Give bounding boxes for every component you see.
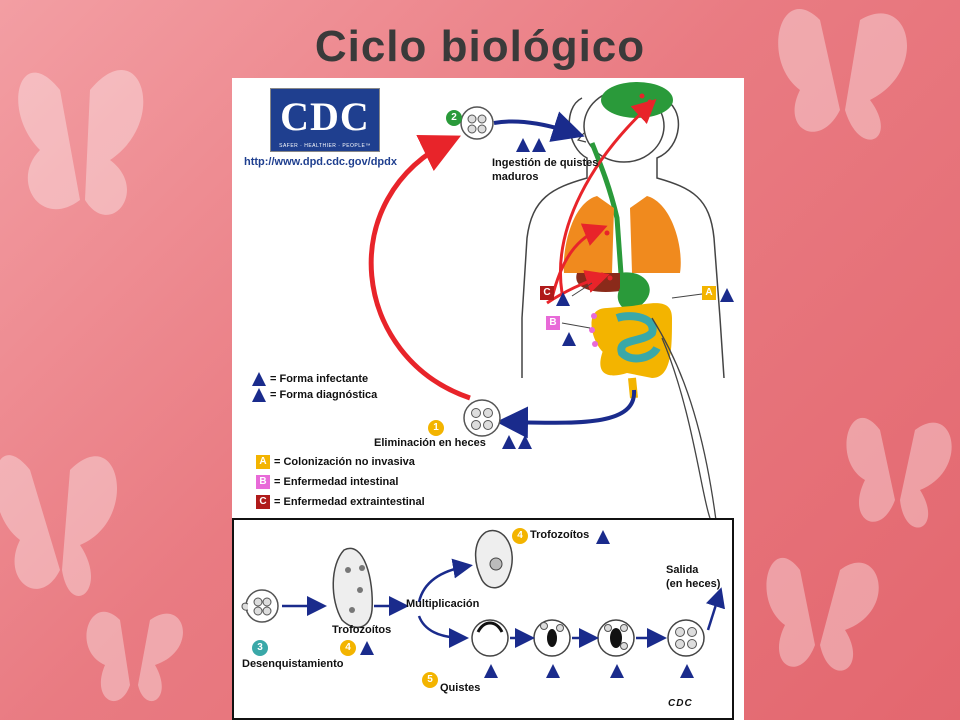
legend-a-label: = Colonización no invasiva	[274, 456, 415, 468]
infective-symbol	[516, 138, 530, 152]
stage-3-number: 3	[252, 640, 268, 656]
legend-diagnostic-symbol	[252, 388, 266, 402]
stage-5-label: Quistes	[440, 682, 481, 694]
badge-c: C	[540, 286, 554, 300]
slide-title: Ciclo biológico	[314, 22, 646, 71]
badge-a: A	[702, 286, 716, 300]
cdc-credit: CDC	[668, 698, 693, 709]
diagnostic-symbol	[720, 288, 734, 302]
exit-label-line2: (en heces)	[666, 578, 721, 590]
stage-1-label: Eliminación en heces	[374, 437, 486, 449]
diagnostic-symbol	[546, 664, 560, 678]
stage-4b-number: 4	[340, 640, 356, 656]
diagnostic-symbol	[532, 138, 546, 152]
stage-5-number: 5	[422, 672, 438, 688]
stage-4-label: Trofozoítos	[332, 624, 392, 636]
lung-left	[630, 196, 681, 273]
multiplication-label: Multiplicación	[406, 598, 480, 610]
legend-badge-c: C	[256, 495, 270, 509]
exit-label-line1: Salida	[666, 564, 699, 576]
stage-3-label: Desenquistamiento	[242, 658, 344, 670]
legend-b-label: = Enfermedad intestinal	[274, 476, 399, 488]
legend-diagnostic-label: = Forma diagnóstica	[270, 389, 378, 401]
stomach	[617, 272, 650, 311]
cdc-logo: CDC SAFER · HEALTHIER · PEOPLE™	[270, 88, 380, 152]
diagnostic-symbol	[562, 332, 576, 346]
badge-b: B	[546, 316, 560, 330]
diagnostic-symbol	[518, 435, 532, 449]
diagnostic-symbol	[484, 664, 498, 678]
stage-4-number: 4	[512, 528, 528, 544]
diagnostic-symbol	[556, 292, 570, 306]
life-cycle-diagram: CDC SAFER · HEALTHIER · PEOPLE™ http://w…	[232, 78, 744, 720]
inset-drawing	[241, 529, 726, 657]
brain	[601, 82, 673, 118]
legend-badge-b: B	[256, 475, 270, 489]
stage-2-number: 2	[446, 110, 462, 126]
cyst-stage-1	[463, 399, 501, 437]
cyst-stage-2	[460, 106, 494, 140]
legend-badge-a: A	[256, 455, 270, 469]
stage-2-label-line2: maduros	[492, 171, 539, 183]
intestinal-stages-inset: 4 Trofozoítos Salida (en heces) Multipli…	[232, 518, 734, 720]
small-intestine	[615, 312, 661, 363]
stage-4-trophozoites-label: Trofozoítos	[530, 529, 590, 541]
legend-infective-symbol	[252, 372, 266, 386]
legend-infective-label: = Forma infectante	[270, 373, 369, 385]
infective-symbol	[502, 435, 516, 449]
diagnostic-symbol	[680, 664, 694, 678]
diagnostic-symbol	[610, 664, 624, 678]
diagnostic-symbol	[596, 530, 610, 544]
stage-1-number: 1	[428, 420, 444, 436]
stage-2-label-line1: Ingestión de quistes	[492, 157, 599, 169]
legend-c-label: = Enfermedad extraintestinal	[274, 496, 425, 508]
cycle-drawing	[368, 82, 733, 720]
diagnostic-symbol	[360, 641, 374, 655]
source-url[interactable]: http://www.dpd.cdc.gov/dpdx	[244, 156, 397, 168]
